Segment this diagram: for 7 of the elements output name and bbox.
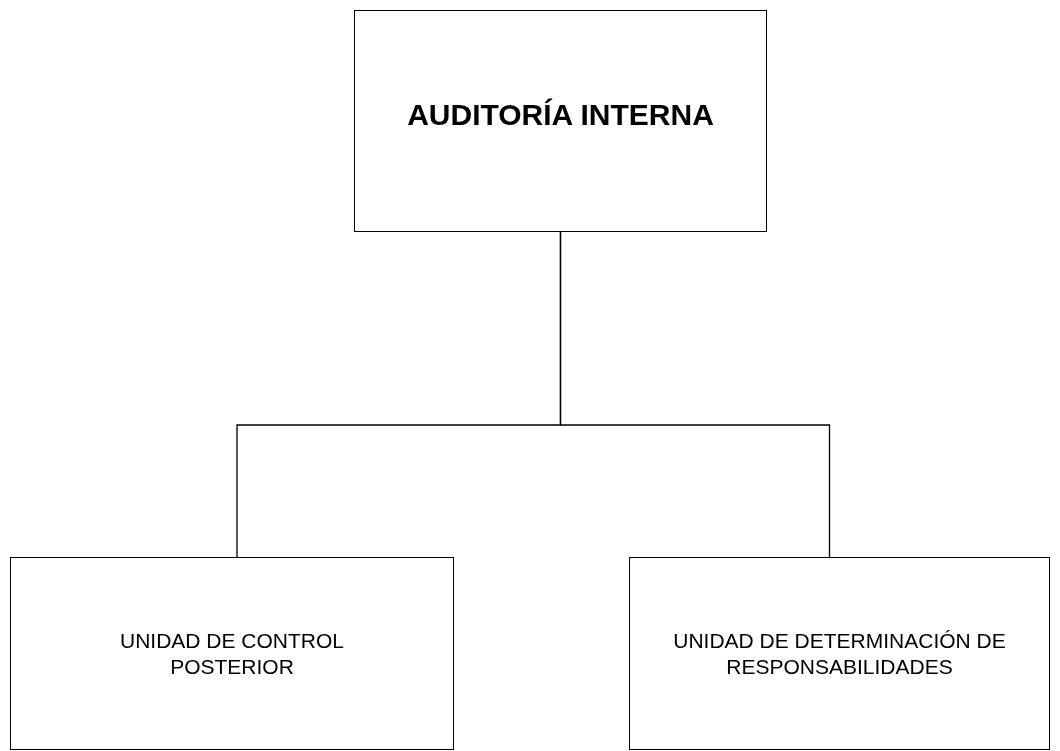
org-unit-box: [629, 557, 1050, 750]
connector-line: [559, 231, 831, 558]
unit-title: UNIDAD DE DETERMINACIÓN DE RESPONSABILIDADES: [672, 627, 1007, 680]
org-unit-box: [10, 557, 454, 750]
org-unit-box: [354, 10, 767, 232]
unit-title: AUDITORÍA INTERNA: [407, 96, 714, 133]
unit-title: UNIDAD DE CONTROL POSTERIOR: [119, 627, 345, 680]
